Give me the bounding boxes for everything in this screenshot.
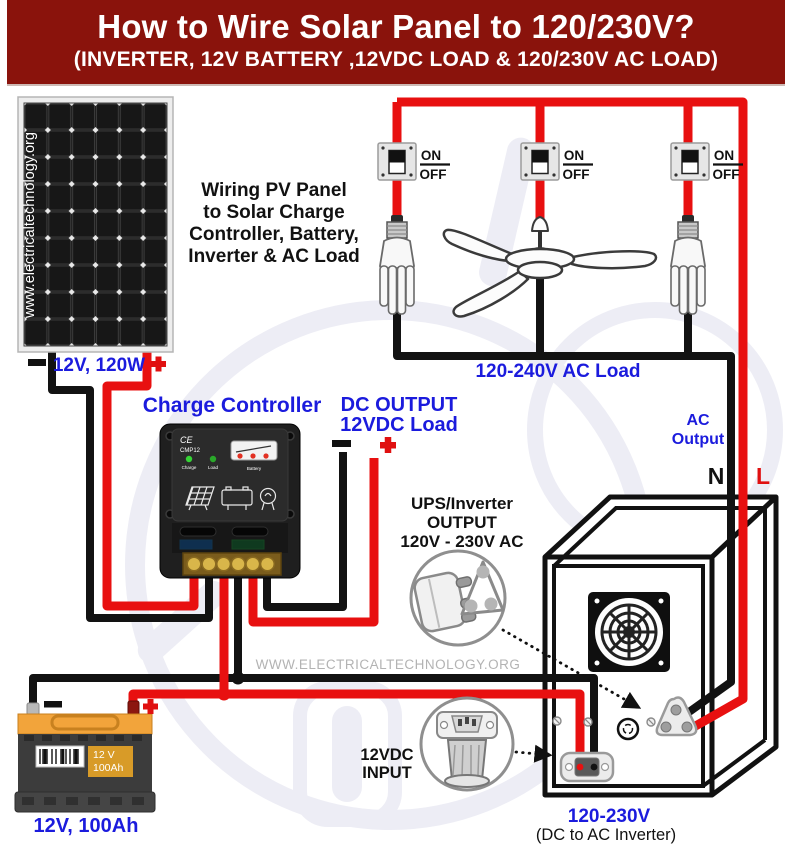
wire-ac-neutral-return xyxy=(393,310,735,731)
charge-led xyxy=(185,455,193,463)
description-line1: Wiring PV Panel xyxy=(201,180,347,201)
switch-2 xyxy=(520,142,560,181)
ac-output-line1: AC xyxy=(686,412,710,429)
battery-rating-label: 12V, 100Ah xyxy=(34,815,139,837)
ups-plug-illustration xyxy=(409,549,507,647)
junction-dot-positive xyxy=(217,687,231,701)
wire-ac-live-bus xyxy=(397,97,748,732)
ac-output-socket xyxy=(655,696,698,737)
screw-icon xyxy=(552,716,562,726)
neutral-label: N xyxy=(708,463,725,489)
switch3-onoff-label: ON OFF xyxy=(713,148,743,182)
charge-controller-title: Charge Controller xyxy=(143,394,322,417)
solar-panel: www.electricaltechnology.org xyxy=(17,96,174,353)
switch-3 xyxy=(670,142,710,181)
terminal-screws xyxy=(186,556,275,572)
dc-plug-illustration xyxy=(419,696,515,792)
wire-dc-load-positive xyxy=(248,458,379,627)
lamp-icon xyxy=(259,487,277,511)
cfl-lamp-left xyxy=(379,214,415,315)
ups-output-line2: OUTPUT xyxy=(427,513,498,532)
description-line4: Inverter & AC Load xyxy=(188,246,359,267)
ce-mark: CE xyxy=(180,435,193,445)
minus-symbol xyxy=(332,440,351,447)
switch-1 xyxy=(377,142,417,181)
ac-load-label: 120-240V AC Load xyxy=(475,361,640,382)
inverter-caption: (DC to AC Inverter) xyxy=(536,826,676,844)
solar-icon xyxy=(185,486,215,511)
inverter-voltage-label: 120-230V xyxy=(568,806,651,827)
switch1-onoff-label: ON OFF xyxy=(420,148,450,182)
ceiling-fan xyxy=(442,216,658,318)
site-watermark: WWW.ELECTRICALTECHNOLOGY.ORG xyxy=(256,657,521,672)
load-led-label: Load xyxy=(208,465,219,470)
plus-symbol xyxy=(151,356,166,372)
svg-text:OFF: OFF xyxy=(420,167,447,182)
charge-led-label: Charge xyxy=(182,465,197,470)
ups-output-line1: UPS/Inverter xyxy=(411,494,513,513)
description-line3: Controller, Battery, xyxy=(189,224,359,245)
live-label: L xyxy=(756,463,770,489)
plus-symbol xyxy=(380,437,396,453)
battery: 12 V 100Ah xyxy=(14,700,156,813)
svg-text:ON: ON xyxy=(421,148,441,163)
fan-blade-right xyxy=(570,250,658,270)
battery-icon xyxy=(221,486,253,510)
inverter-fan xyxy=(588,592,670,672)
page-title: How to Wire Solar Panel to 120/230V? xyxy=(97,8,695,45)
switch2-onoff-label: ON OFF xyxy=(563,148,593,182)
dc-callout-arrow xyxy=(514,744,553,763)
wire-pv-negative xyxy=(48,349,213,622)
wire-dc-load-negative xyxy=(263,452,347,611)
dc-input-line1: 12VDC xyxy=(360,746,413,764)
ups-callout-arrow xyxy=(501,628,642,709)
wire-battery-negative-bus xyxy=(29,674,598,764)
description-line2: to Solar Charge xyxy=(203,202,344,223)
page-subtitle: (INVERTER, 12V BATTERY ,12VDC LOAD & 120… xyxy=(73,48,719,71)
dc-input-socket xyxy=(559,751,615,783)
ac-output-line2: Output xyxy=(672,431,725,448)
screw-icon xyxy=(583,717,593,727)
battery-meter-label: Battery xyxy=(247,466,262,471)
ups-output-line3: 120V - 230V AC xyxy=(400,532,523,551)
load-led xyxy=(209,455,217,463)
wiring-diagram: www.electricaltechnology.org CE CMP12 Ch… xyxy=(14,96,783,844)
battery-capacity-label: 100Ah xyxy=(93,762,124,774)
fan-blade-left xyxy=(442,228,515,263)
screw-icon xyxy=(646,717,656,727)
black-wires xyxy=(29,276,735,764)
charge-controller: CE CMP12 Charge Load Battery xyxy=(159,423,301,579)
svg-text:OFF: OFF xyxy=(713,167,740,182)
title-banner: How to Wire Solar Panel to 120/230V? (IN… xyxy=(7,0,785,86)
fan-blade-bottom xyxy=(452,269,530,318)
wire-pv-positive xyxy=(102,349,199,611)
svg-text:OFF: OFF xyxy=(563,167,590,182)
dc-output-line2: 12VDC Load xyxy=(340,414,458,436)
svg-text:ON: ON xyxy=(714,148,734,163)
dc-input-line2: INPUT xyxy=(362,764,412,782)
pv-rating-label: 12V, 120W xyxy=(53,355,145,376)
battery-voltage-label: 12 V xyxy=(93,749,115,761)
minus-symbol xyxy=(28,359,46,366)
dc-output-line1: DC OUTPUT xyxy=(341,394,458,416)
junction-dot-negative xyxy=(231,671,245,685)
svg-text:ON: ON xyxy=(564,148,584,163)
plus-symbol xyxy=(143,699,158,714)
panel-watermark: www.electricaltechnology.org xyxy=(22,132,38,319)
barcode xyxy=(35,745,85,768)
minus-symbol xyxy=(44,701,62,708)
cfl-lamp-right xyxy=(670,214,706,315)
controller-model: CMP12 xyxy=(180,448,201,454)
power-button xyxy=(616,717,640,741)
